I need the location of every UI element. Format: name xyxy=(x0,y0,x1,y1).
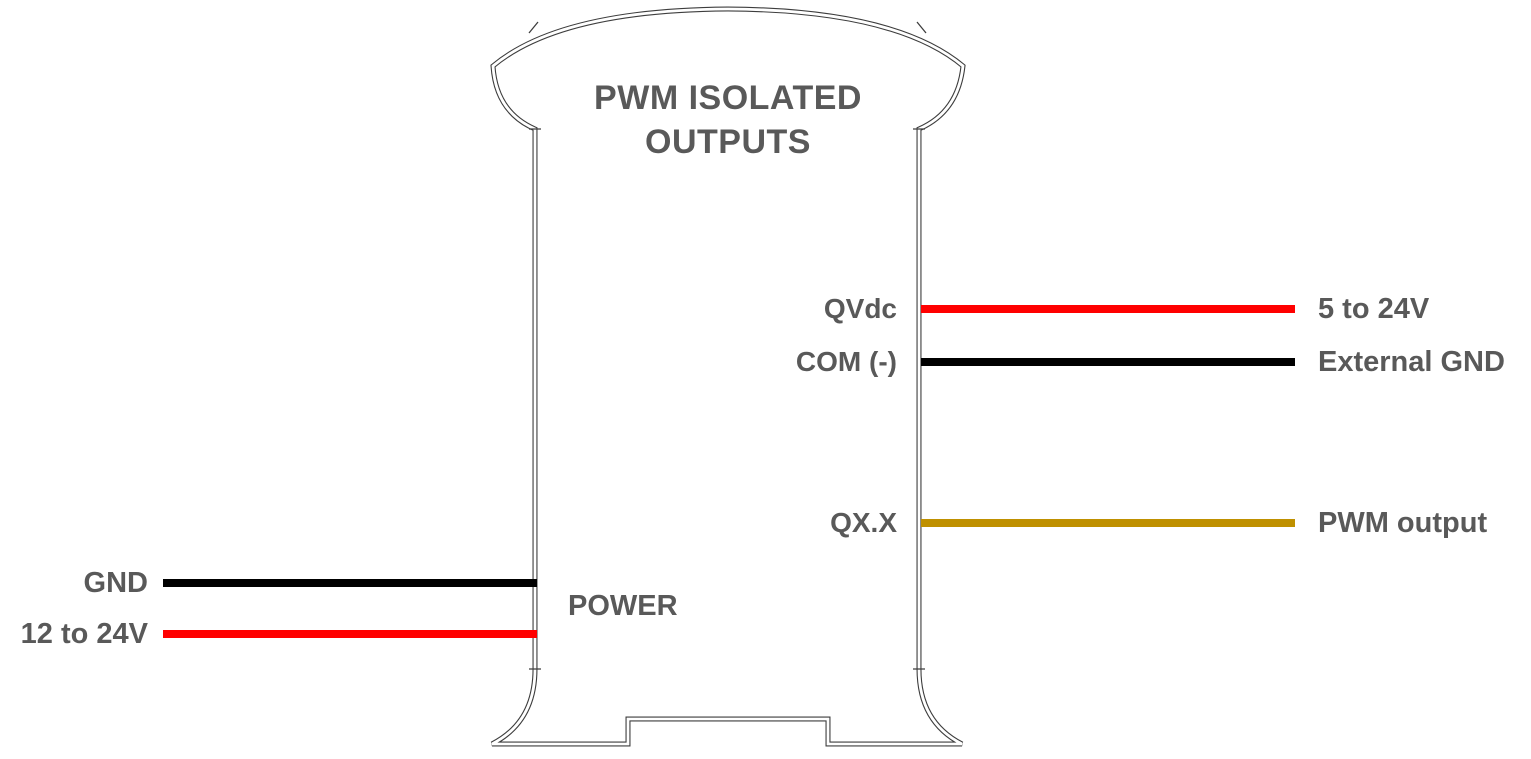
external-label-external-gnd: External GND xyxy=(1318,346,1505,378)
device-outline xyxy=(490,6,966,747)
wire-12to24v xyxy=(163,630,537,638)
wire-qvdc xyxy=(921,305,1295,313)
terminal-label-qxx: QX.X xyxy=(830,507,897,538)
wire-com xyxy=(921,358,1295,366)
external-label-pwm-output: PWM output xyxy=(1318,507,1488,539)
terminal-label-com: COM (-) xyxy=(795,346,897,377)
device-title-line2: OUTPUTS xyxy=(645,123,811,161)
terminal-label-qvdc: QVdc xyxy=(823,293,897,324)
device-title: PWM ISOLATED OUTPUTS xyxy=(533,76,923,164)
external-label-gnd: GND xyxy=(83,567,148,599)
outline-segment-ticks xyxy=(528,21,927,670)
external-label-12to24v: 12 to 24V xyxy=(20,618,148,650)
device-title-line1: PWM ISOLATED xyxy=(594,79,862,117)
power-section-label: POWER xyxy=(568,590,678,622)
wire-qxx xyxy=(921,519,1295,527)
wire-gnd xyxy=(163,579,537,587)
external-label-5to24v: 5 to 24V xyxy=(1318,293,1430,325)
